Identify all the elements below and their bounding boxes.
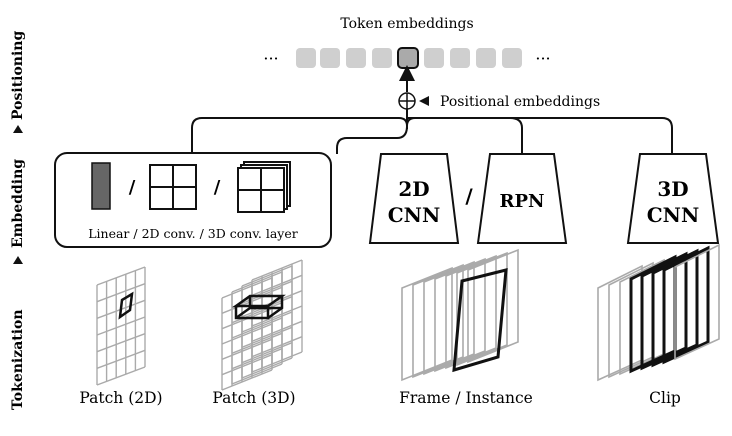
label-clip: Clip [649,389,681,407]
add-circle-icon [398,92,416,110]
rpn-block [476,153,568,244]
separator-1: / [129,177,136,198]
positional-embeddings-label: Positional embeddings [440,94,600,110]
ellipsis-left: ··· [263,49,278,68]
positional-arrow-icon [419,96,429,106]
embedding-layer-box [54,152,332,248]
token [450,48,470,68]
cnn3d-line2: CNN [647,203,699,227]
stage-arrow-1 [13,125,23,133]
cnn2d-block [368,153,460,244]
stage-arrow-2 [13,256,23,264]
token-highlighted [397,47,419,69]
token-row [296,47,522,69]
label-frame-instance: Frame / Instance [399,389,533,407]
stage-labels: Positioning Embedding Tokenization [10,31,26,410]
separator-2: / [214,177,221,198]
conv3d-cube-icon [237,161,291,213]
token [424,48,444,68]
cnn2d-line1: 2D [398,177,429,201]
cnn3d-line1: 3D [657,177,688,201]
ellipsis-right: ··· [535,49,550,68]
stage-label-tokenization: Tokenization [10,309,26,410]
token [502,48,522,68]
token [372,48,392,68]
token-embeddings-label: Token embeddings [340,16,473,32]
token [476,48,496,68]
stage-label-embedding: Embedding [10,159,26,248]
conv2d-grid-icon [149,164,197,210]
patch2d-illustration [96,266,146,386]
frame-instance-illustration [401,248,519,382]
cnn3d-block [626,153,720,244]
connector-tree [191,109,673,154]
linear-layer-icon [91,162,111,210]
label-patch-3d: Patch (3D) [212,389,295,407]
rpn-label: RPN [500,191,545,212]
cnn2d-line2: CNN [388,203,440,227]
clip-illustration [597,243,720,382]
patch3d-illustration [221,259,303,391]
token [320,48,340,68]
rpn-separator: / [465,184,473,208]
label-patch-2d: Patch (2D) [79,389,162,407]
token [346,48,366,68]
stage-label-positioning: Positioning [10,31,26,120]
embedding-caption: Linear / 2D conv. / 3D conv. layer [88,226,298,241]
token [296,48,316,68]
